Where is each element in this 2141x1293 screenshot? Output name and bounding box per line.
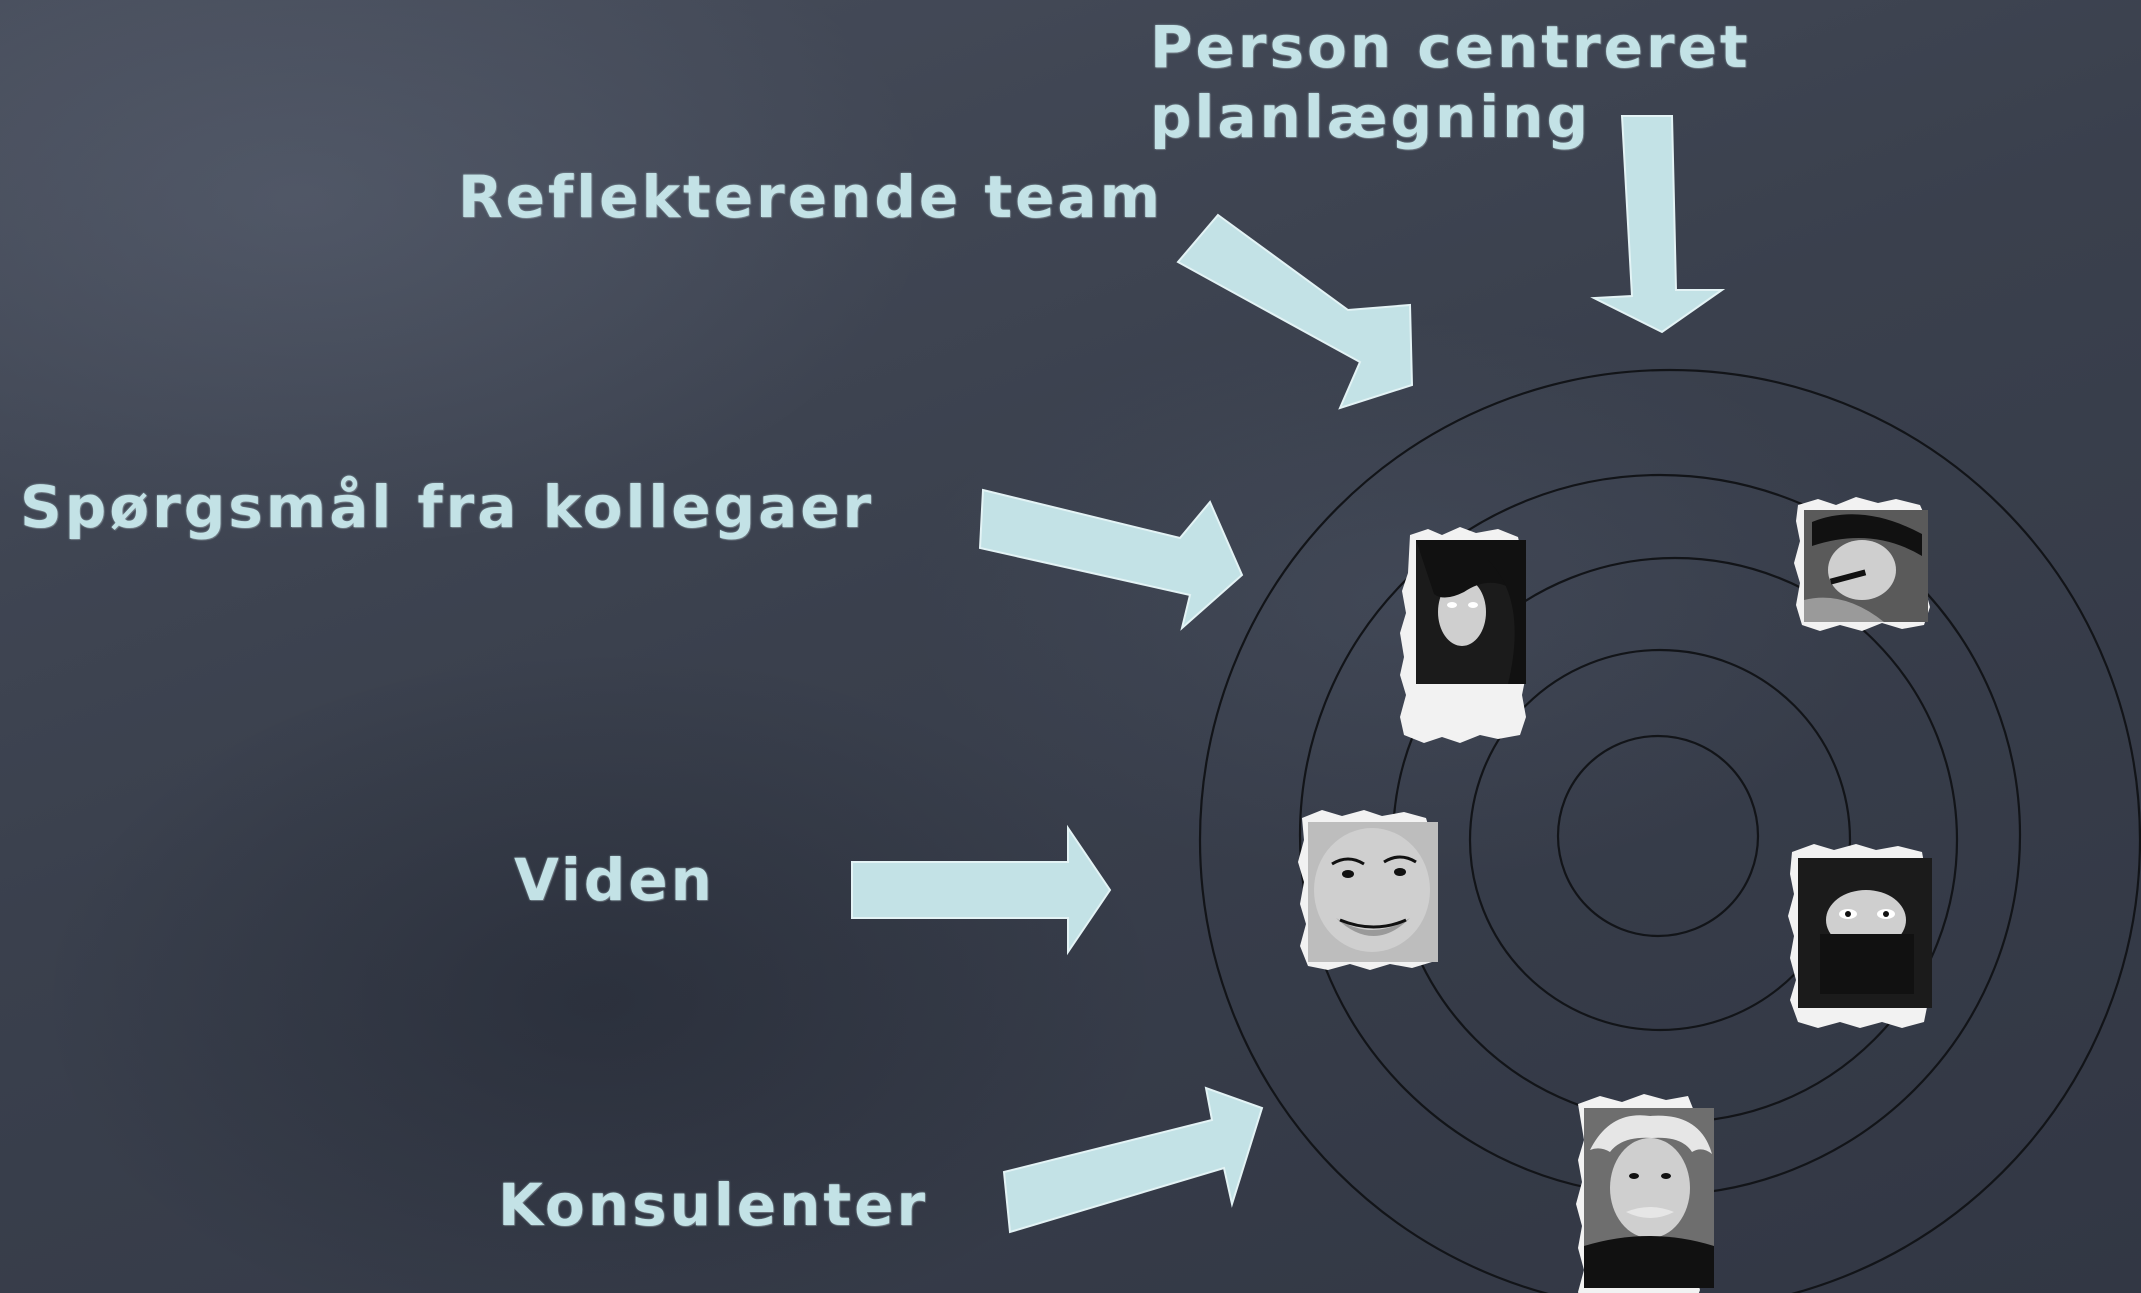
einstein-photo xyxy=(1576,1094,1714,1293)
woman-dark-hair-photo xyxy=(1400,527,1526,743)
man-smoking-photo xyxy=(1794,497,1930,631)
label-person-centreret-line1: Person centreret xyxy=(1150,13,1751,81)
veiled-woman-photo xyxy=(1788,844,1932,1028)
arrow-konsulenter xyxy=(1002,1086,1264,1234)
label-sporgsmal-fra-kollegaer: Spørgsmål fra kollegaer xyxy=(20,473,875,541)
ring-outer xyxy=(1199,369,2141,1293)
ring-inner xyxy=(1556,734,1760,938)
grimacing-man-photo xyxy=(1298,810,1438,970)
arrow-sporgsmal xyxy=(978,488,1244,631)
arrow-person-centreret xyxy=(1590,115,1726,334)
arrow-reflekterende-team xyxy=(1176,213,1414,410)
label-person-centreret: Person centreret planlægning xyxy=(1150,12,1751,152)
arrow-viden xyxy=(851,824,1112,956)
label-reflekterende-team: Reflekterende team xyxy=(458,163,1163,231)
label-person-centreret-line2: planlægning xyxy=(1150,83,1591,151)
label-viden: Viden xyxy=(514,846,715,914)
ring-4 xyxy=(1468,648,1852,1032)
arrows xyxy=(851,115,1726,1234)
label-konsulenter: Konsulenter xyxy=(498,1171,929,1239)
